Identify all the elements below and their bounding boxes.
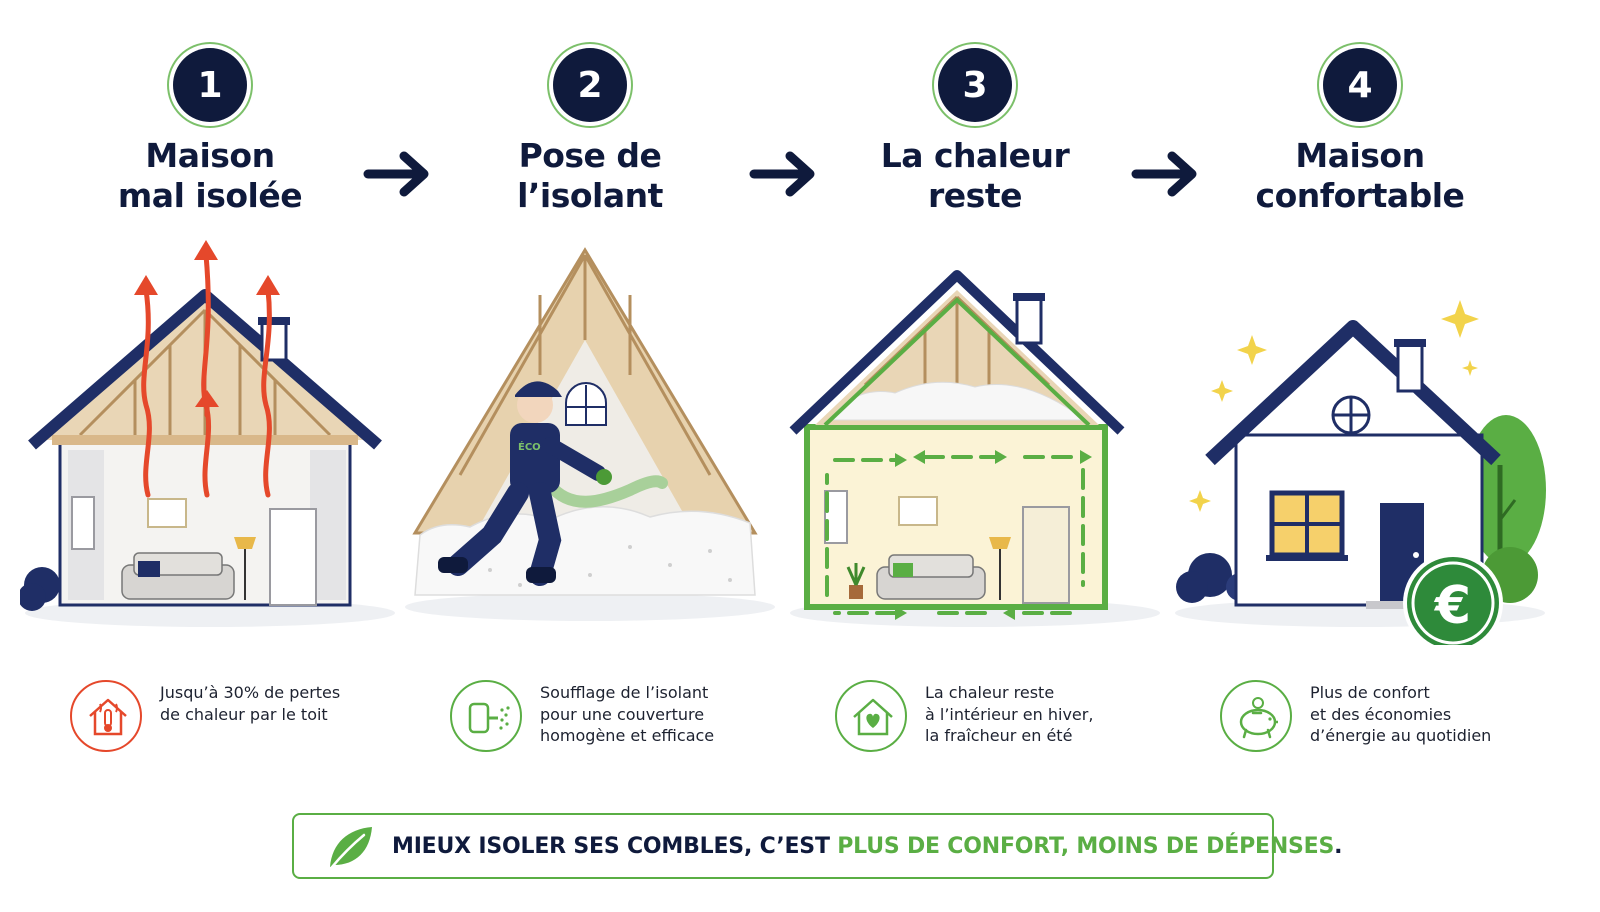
benefit-line: à l’intérieur en hiver,	[925, 704, 1094, 724]
step-title-line-2: mal isolée	[117, 176, 303, 215]
arrow-right-icon	[749, 151, 815, 197]
benefit-text: Jusqu’à 30% de pertes de chaleur par le …	[160, 682, 405, 725]
comfortable-house-illustration: €	[1175, 300, 1546, 645]
svg-text:ÉCO: ÉCO	[518, 440, 541, 453]
benefit-row: La chaleur reste à l’intérieur en hiver,…	[835, 680, 1165, 760]
benefit-line: d’énergie au quotidien	[1310, 726, 1492, 745]
benefit-row: Plus de confort et des économies d’énerg…	[1220, 680, 1550, 760]
benefit-text: Soufflage de l’isolant pour une couvertu…	[540, 682, 785, 747]
step-title-line-2: l’isolant	[517, 176, 663, 215]
piggy-bank-icon	[1220, 680, 1292, 752]
step-title-line-2: confortable	[1255, 176, 1465, 215]
step-title: Maison mal isolée	[20, 136, 400, 216]
benefit-line: la fraîcheur en été	[925, 726, 1073, 745]
insulation-installation-illustration: ÉCO	[405, 247, 775, 621]
step-title-line-2: reste	[928, 176, 1022, 215]
benefit-line: Soufflage de l’isolant	[540, 683, 709, 702]
step-number-badge: 2	[553, 48, 627, 122]
step-title: Maison confortable	[1170, 136, 1550, 216]
leaf-icon	[330, 827, 372, 869]
benefit-line: et des économies	[1310, 704, 1452, 724]
step-title-line-1: Pose de	[518, 136, 662, 175]
benefit-text: Plus de confort et des économies d’énerg…	[1310, 682, 1555, 747]
step-number-badge: 4	[1323, 48, 1397, 122]
thermometer-house-icon	[70, 680, 142, 752]
benefit-text: La chaleur reste à l’intérieur en hiver,…	[925, 682, 1170, 747]
arrow-right-icon	[363, 151, 429, 197]
step-number-badge: 3	[938, 48, 1012, 122]
benefit-line: Plus de confort	[1310, 683, 1430, 702]
benefit-line: pour une couverture	[540, 704, 705, 724]
benefit-row: Jusqu’à 30% de pertes de chaleur par le …	[70, 680, 400, 760]
step-title-line-1: Maison	[145, 136, 275, 175]
step-title: Pose de l’isolant	[400, 136, 780, 216]
heart-house-icon	[835, 680, 907, 752]
tagline-green-part: PLUS DE CONFORT, MOINS DE DÉPENSES	[837, 833, 1335, 859]
tagline-dark-part: MIEUX ISOLER SES COMBLES, C’EST	[392, 833, 830, 859]
step-title-line-1: Maison	[1295, 136, 1425, 175]
benefit-line: de chaleur par le toit	[160, 704, 328, 724]
benefit-line: La chaleur reste	[925, 683, 1055, 702]
svg-text:€: €	[1434, 576, 1471, 636]
poorly-insulated-house-illustration	[20, 240, 395, 627]
benefit-line: homogène et efficace	[540, 726, 715, 745]
tagline-banner: MIEUX ISOLER SES COMBLES, C’EST PLUS DE …	[292, 813, 1343, 879]
benefit-row: Soufflage de l’isolant pour une couvertu…	[450, 680, 780, 760]
step-number-badge: 1	[173, 48, 247, 122]
tagline-text: MIEUX ISOLER SES COMBLES, C’EST PLUS DE …	[392, 815, 1343, 877]
step-title: La chaleur reste	[785, 136, 1165, 216]
heat-retained-house-illustration	[789, 270, 1160, 627]
step-title-line-1: La chaleur	[880, 136, 1070, 175]
tagline-end: .	[1334, 833, 1343, 859]
arrow-right-icon	[1131, 151, 1197, 197]
benefit-line: Jusqu’à 30% de pertes	[160, 683, 341, 702]
blowing-insulation-icon	[450, 680, 522, 752]
